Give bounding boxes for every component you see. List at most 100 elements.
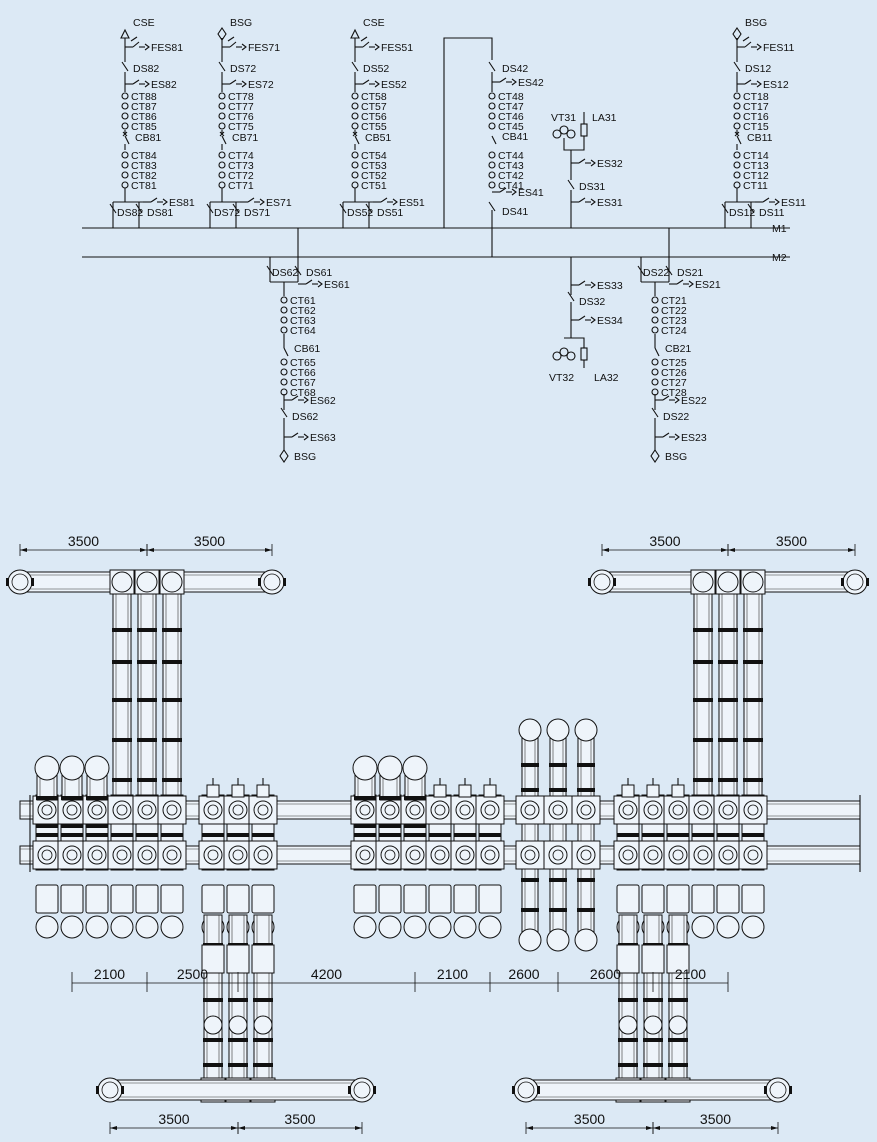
flange-band [521,788,539,792]
earth-switch-label: ES41 [518,187,544,199]
bus-module-inner [257,849,269,861]
flange-band [354,796,376,800]
disconnector-symbol [651,407,659,418]
bus-module-inner [722,804,734,816]
ct-label: CT51 [361,180,387,192]
bus-module-circle-icon [137,800,157,820]
ct-label: CT61 [290,295,316,307]
breaker-tank-icon [84,755,110,781]
earth-arrow-icon [674,396,680,404]
vt-tank-icon [574,928,598,952]
flange-band [521,908,539,912]
bus-module-inner [524,849,536,861]
flange-band [718,778,738,782]
current-transformer-icon [121,92,129,100]
insulator-cap-icon [483,784,497,798]
bus-module-circle-icon [618,845,638,865]
current-transformer-icon [121,151,129,159]
bus-module-circle-icon [228,800,248,820]
flange-band [643,998,663,1002]
disconnector-symbol [567,291,575,302]
breaker-blade [491,135,497,145]
gis-module-box [403,884,427,914]
flange-band [549,878,567,882]
flange-band [253,1038,273,1042]
bus-module-inner [647,804,659,816]
flange-band [577,788,595,792]
fes-blade2 [742,36,750,42]
bus-module-circle-icon [162,845,182,865]
current-transformer-icon [351,181,359,189]
current-transformer-icon [488,171,496,179]
bus-module-circle-icon [355,800,375,820]
bus-module-circle-icon [203,800,223,820]
flange-band [379,833,401,837]
flange-band [112,738,132,742]
gis-module-box [641,884,665,914]
ct-label: CT42 [498,170,524,182]
bus-module-circle-icon [618,800,638,820]
flange-band [203,1038,223,1042]
ct-label: CT43 [498,160,524,172]
ct-label: CT25 [661,357,687,369]
bushing-terminal-ring [846,573,864,591]
ct-label: CT81 [131,180,157,192]
disconnector-label: DS81 [147,207,173,219]
feeder-bay-b5: BSGFES11DS12ES12CT18CT17CT16CT15CB11CT14… [721,17,806,228]
earth-switch-blade [229,79,237,85]
gis-module-box [453,884,477,914]
gis-module-box [160,884,184,914]
bus-module-circle-icon [693,800,713,820]
gis-module-circle-icon [716,915,740,939]
earth-switch-blade [578,315,586,321]
current-transformer-icon [121,181,129,189]
current-transformer-icon [218,171,226,179]
flange-band [162,778,182,782]
disconnector-symbol [232,203,240,214]
ct-label: CT45 [498,121,524,133]
bus-module-circle-icon [718,845,738,865]
bus-module-inner [166,849,178,861]
feeder-bay-b3: CSEFES51DS52ES52CT58CT57CT56CT55CB51CT54… [339,17,425,228]
surge-arrester-icon [580,123,588,137]
ct-label: CT53 [361,160,387,172]
flange-band [137,778,157,782]
flange-band [866,578,869,586]
flange-band [717,833,739,837]
flange-band [96,1086,99,1094]
flange-band [743,698,763,702]
la-label: LA32 [594,372,619,384]
gis-module-box [353,884,377,914]
bus-module-circle-icon [87,800,107,820]
elbow-circle-icon [111,571,133,593]
bus-module-circle-icon [576,845,596,865]
flange-band [228,998,248,1002]
current-transformer-icon [351,171,359,179]
ct-label: CT15 [743,121,769,133]
ct-label: CT87 [131,101,157,113]
bushing-terminal-icon [842,569,868,595]
flange-band [549,908,567,912]
flange-band [521,878,539,882]
bus-module-circle-icon [643,845,663,865]
source-label: CSE [363,17,385,29]
disconnector-symbol [488,61,496,72]
bus-module-inner [257,804,269,816]
flange-band [668,998,688,1002]
disconnector-label: DS51 [377,207,403,219]
bus-module-circle-icon [405,800,425,820]
voltage-transformer-icon [566,351,576,361]
vt-tank-icon [518,718,542,742]
flange-band [429,833,451,837]
bus-module-inner [207,804,219,816]
dimension-arrow-icon [355,1126,362,1130]
flange-band [618,998,638,1002]
dimension-arrow-icon [20,548,27,552]
earth-arrow-icon [674,433,680,441]
voltage-transformer-icon [559,125,569,135]
layout-breaker-bays [32,755,768,939]
current-transformer-icon [280,296,288,304]
dimension-label: 3500 [158,1111,189,1127]
